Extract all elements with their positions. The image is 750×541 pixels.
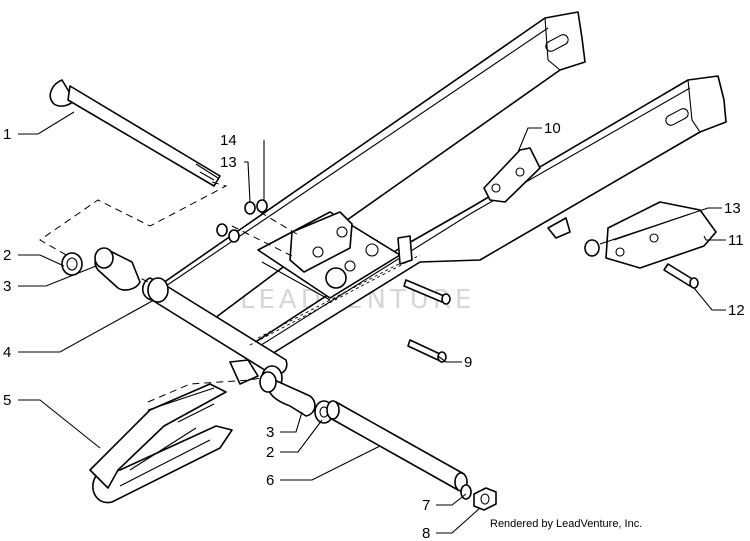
callout-2b: 2 [266, 444, 274, 461]
callout-3: 3 [3, 278, 11, 295]
callout-5: 5 [3, 392, 11, 409]
axle-tube [326, 400, 468, 492]
assembly-line [147, 375, 271, 403]
spacer-right [259, 371, 316, 417]
screw-12 [663, 263, 699, 289]
callout-11: 11 [728, 232, 744, 249]
callout-7: 7 [422, 497, 430, 514]
callout-2: 2 [3, 247, 11, 264]
nut-8 [473, 487, 497, 511]
callout-8: 8 [422, 525, 430, 541]
nut-14 [244, 199, 268, 215]
bolt-9a [403, 279, 451, 305]
leader-lines [18, 111, 726, 534]
callout-14: 14 [220, 132, 237, 149]
guard-plate [605, 201, 717, 269]
callout-12: 12 [728, 302, 745, 319]
assembly-line [259, 211, 301, 237]
assembly-line [39, 181, 228, 257]
callout-10: 10 [544, 120, 561, 137]
nut-13-right [584, 239, 600, 257]
chain-slider [89, 383, 233, 504]
bushing-left [61, 252, 83, 276]
callout-3b: 3 [266, 424, 274, 441]
callout-4: 4 [3, 344, 11, 361]
swingarm-body [141, 11, 727, 391]
callout-labels: 1 2 3 4 5 3 2 6 7 8 9 10 11 12 13 13 14 [3, 120, 745, 541]
spacer-left [94, 247, 141, 291]
callout-9: 9 [464, 354, 472, 371]
nut-13-left [216, 223, 240, 243]
bolt-9b [407, 339, 447, 363]
callout-1: 1 [3, 126, 11, 143]
callout-13-left: 13 [220, 154, 237, 171]
callout-13-right: 13 [724, 200, 741, 217]
pivot-bolt [49, 79, 221, 187]
credit-text: Rendered by LeadVenture, Inc. [490, 518, 642, 530]
callout-6: 6 [266, 472, 274, 489]
